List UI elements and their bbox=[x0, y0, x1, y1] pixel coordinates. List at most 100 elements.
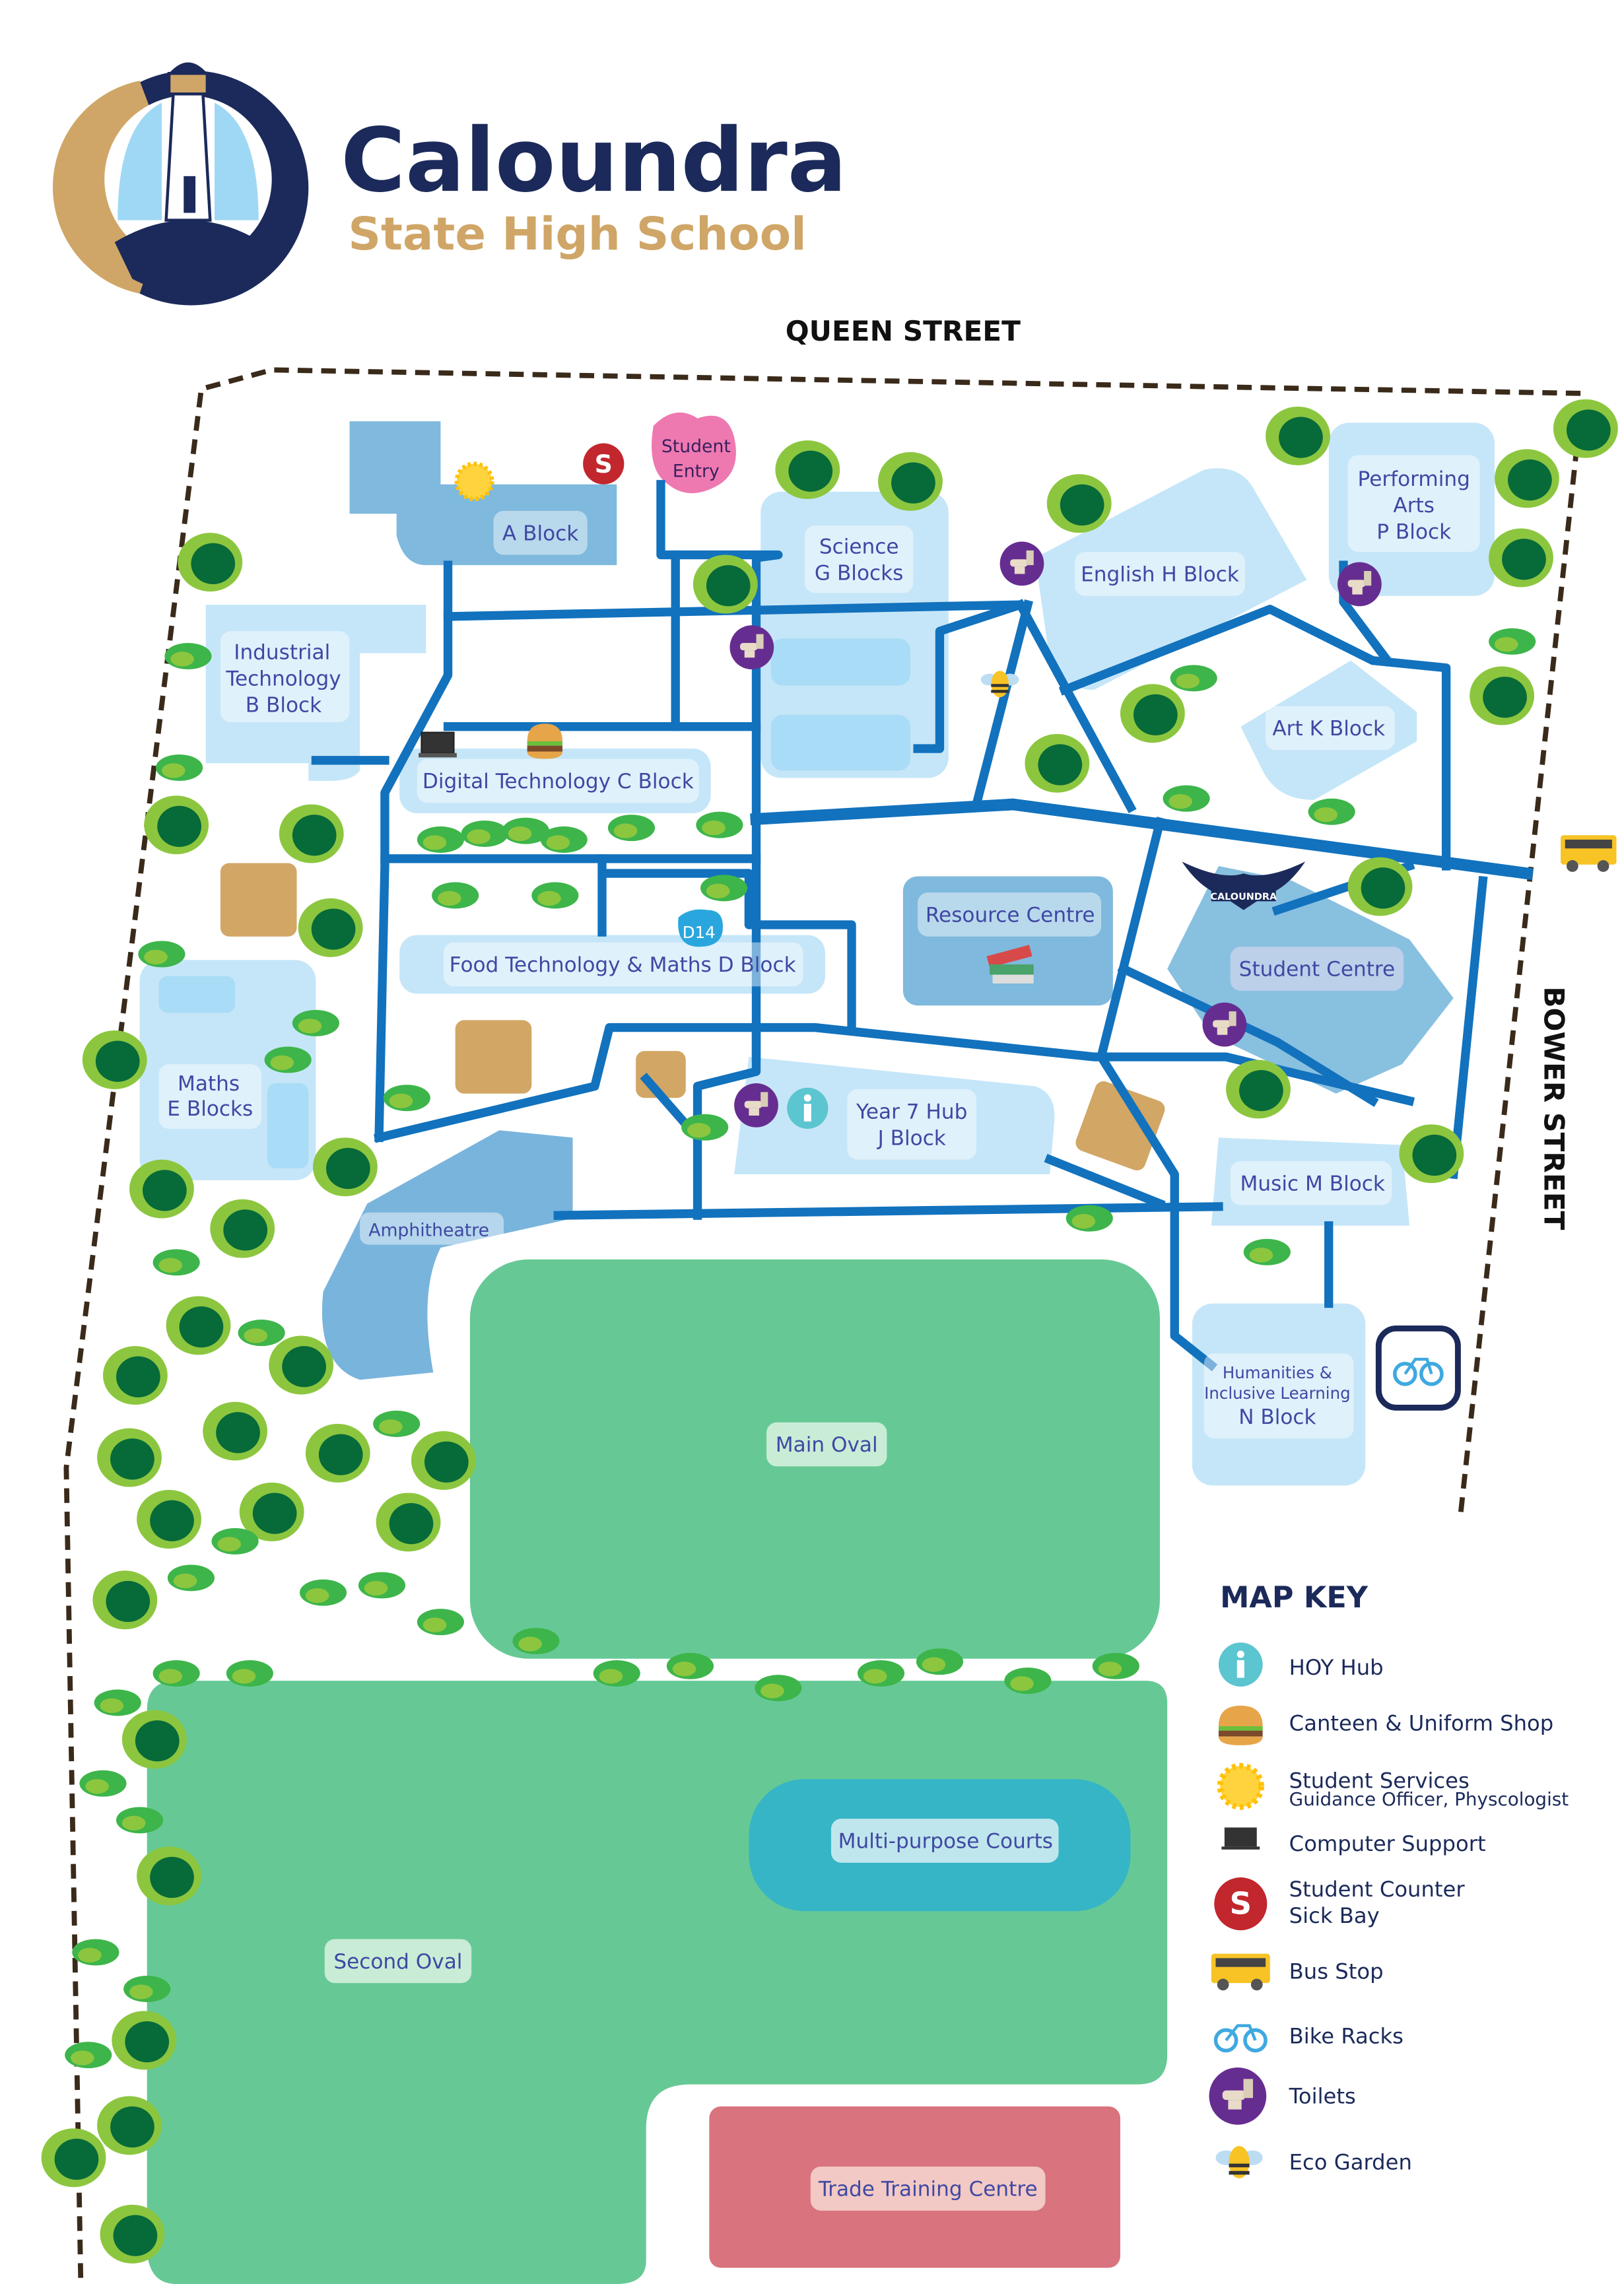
tree bbox=[1046, 474, 1112, 533]
toilet-icon bbox=[1202, 1002, 1247, 1047]
map-key-item-computer-support: Computer Support bbox=[1221, 1827, 1486, 1856]
tree bbox=[1347, 857, 1413, 916]
bush bbox=[123, 1976, 171, 2003]
toilet-icon bbox=[729, 625, 774, 669]
bus-icon bbox=[1561, 835, 1617, 872]
bush bbox=[700, 875, 748, 902]
tree bbox=[1489, 528, 1553, 588]
svg-text:Technology: Technology bbox=[225, 667, 341, 690]
svg-text:Toilets: Toilets bbox=[1289, 2083, 1356, 2108]
svg-text:Bus Stop: Bus Stop bbox=[1289, 1959, 1384, 1984]
svg-text:Bike Racks: Bike Racks bbox=[1289, 2023, 1404, 2048]
tree bbox=[137, 1490, 201, 1549]
bush bbox=[531, 882, 579, 909]
sun-icon bbox=[1217, 1763, 1264, 1810]
bush bbox=[432, 882, 479, 909]
tree bbox=[166, 1296, 231, 1355]
svg-text:Second Oval: Second Oval bbox=[333, 1950, 462, 1974]
toilet-icon bbox=[999, 541, 1044, 586]
svg-text:Music M Block: Music M Block bbox=[1240, 1172, 1385, 1195]
svg-text:Student Counter: Student Counter bbox=[1289, 1877, 1466, 1902]
bee-icon bbox=[1215, 2145, 1263, 2178]
tree bbox=[1470, 666, 1535, 725]
bush bbox=[916, 1648, 964, 1675]
school-logo bbox=[52, 62, 309, 306]
bee-icon bbox=[980, 671, 1019, 698]
burger-icon bbox=[527, 723, 562, 759]
bush bbox=[681, 1114, 729, 1141]
svg-text:Arts: Arts bbox=[1393, 494, 1435, 518]
tree bbox=[137, 1846, 201, 1906]
bush bbox=[1243, 1238, 1291, 1265]
label-a-block: A Block bbox=[493, 510, 588, 555]
laptop-icon bbox=[1221, 1827, 1260, 1850]
street-queen: QUEEN STREET bbox=[786, 315, 1021, 347]
bush bbox=[666, 1652, 714, 1679]
svg-text:Guidance Officer, Physcologist: Guidance Officer, Physcologist bbox=[1289, 1788, 1569, 1810]
svg-text:Maths: Maths bbox=[178, 1072, 240, 1096]
bush bbox=[116, 1807, 164, 1834]
svg-text:Resource Centre: Resource Centre bbox=[926, 903, 1095, 927]
label-digital-technology: Digital Technology C Block bbox=[417, 758, 699, 803]
tree bbox=[41, 2128, 106, 2188]
svg-text:G Blocks: G Blocks bbox=[815, 561, 903, 585]
bush bbox=[238, 1320, 285, 1347]
seahawks-logo: CALOUNDRA bbox=[1182, 861, 1306, 910]
label-amphitheatre: Amphitheatre bbox=[360, 1212, 504, 1245]
bush bbox=[138, 941, 186, 968]
bush bbox=[358, 1572, 406, 1599]
bush bbox=[167, 1564, 215, 1592]
tree bbox=[144, 795, 209, 855]
svg-text:HOY Hub: HOY Hub bbox=[1289, 1655, 1384, 1680]
tree bbox=[775, 440, 840, 500]
bush bbox=[755, 1675, 802, 1702]
map-key-item-toilets: Toilets bbox=[1209, 2067, 1356, 2125]
s-circle-icon: S bbox=[1214, 1877, 1268, 1931]
tree bbox=[312, 1137, 378, 1197]
tree bbox=[1120, 684, 1185, 743]
svg-text:Entry: Entry bbox=[673, 461, 720, 482]
tree bbox=[279, 804, 344, 863]
bush bbox=[292, 1009, 339, 1036]
tree bbox=[97, 2096, 162, 2155]
svg-text:Student Centre: Student Centre bbox=[1239, 958, 1396, 982]
svg-text:Eco Garden: Eco Garden bbox=[1289, 2150, 1412, 2175]
tree bbox=[112, 2011, 177, 2070]
svg-text:English H Block: English H Block bbox=[1081, 563, 1239, 587]
label-multi-purpose-courts: Multi-purpose Courts bbox=[830, 1819, 1059, 1863]
map-key-item-bus-stop: Bus Stop bbox=[1211, 1953, 1384, 1991]
bush bbox=[299, 1579, 347, 1606]
burger-icon bbox=[1218, 1705, 1263, 1745]
label-second-oval: Second Oval bbox=[324, 1939, 472, 1984]
bush bbox=[417, 826, 464, 853]
svg-text:CALOUNDRA: CALOUNDRA bbox=[1210, 892, 1277, 902]
label-trade-training: Trade Training Centre bbox=[810, 2166, 1046, 2211]
map-key-item-student-services: Student Services Guidance Officer, Physc… bbox=[1217, 1763, 1569, 1810]
map-key-item-hoy-hub: HOY Hub bbox=[1218, 1642, 1384, 1687]
svg-text:Humanities &: Humanities & bbox=[1223, 1363, 1332, 1382]
bike-icon bbox=[1213, 2024, 1268, 2053]
street-bower: BOWER STREET bbox=[1538, 986, 1571, 1230]
tree bbox=[1266, 406, 1330, 465]
badge-d14: D14 bbox=[678, 909, 723, 947]
bush bbox=[152, 1249, 200, 1276]
tree bbox=[92, 1570, 158, 1630]
svg-text:Industrial: Industrial bbox=[234, 640, 330, 664]
bush bbox=[607, 815, 656, 842]
bush bbox=[1308, 798, 1355, 825]
bike-racks-icon[interactable] bbox=[1375, 1325, 1461, 1411]
tree bbox=[97, 1428, 162, 1487]
laptop-icon bbox=[419, 731, 457, 758]
footpaths bbox=[311, 480, 1534, 1372]
school-title: Caloundra bbox=[341, 110, 847, 212]
tree bbox=[178, 533, 243, 592]
tree bbox=[1494, 449, 1559, 508]
bush bbox=[461, 821, 508, 848]
svg-text:J Block: J Block bbox=[877, 1126, 946, 1150]
info-icon bbox=[1218, 1642, 1263, 1687]
